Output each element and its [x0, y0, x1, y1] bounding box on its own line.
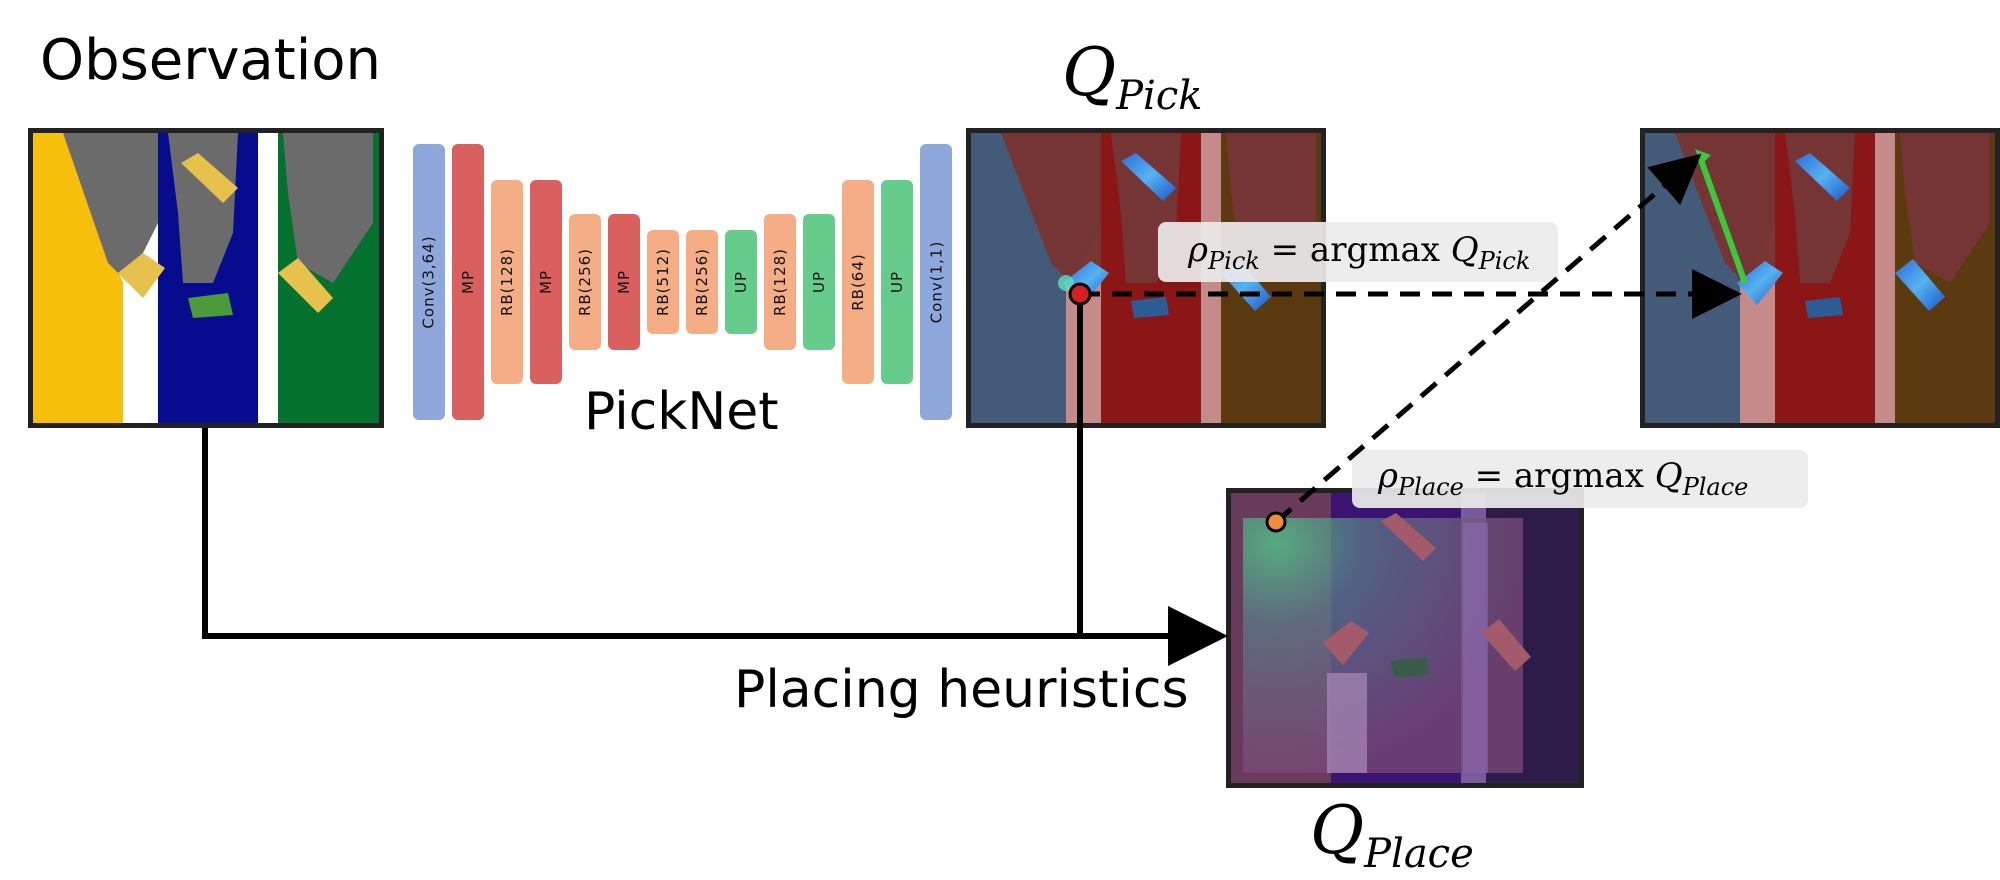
layer-mp-1: MP — [452, 144, 484, 420]
q-pick-title: QPick — [1062, 34, 1203, 120]
layer-mp-2: MP — [530, 180, 562, 384]
layer-rb-512: RB(512) — [647, 230, 679, 334]
layer-up-2: UP — [803, 214, 835, 350]
pick-result-image — [1640, 128, 2000, 428]
layer-rb-128-down: RB(128) — [491, 180, 523, 384]
pick-place-trajectory — [1697, 155, 1748, 285]
layer-rb-128-up: RB(128) — [764, 214, 796, 350]
place-formula: ρPlace = argmax QPlace — [1378, 456, 1749, 501]
pick-formula: ρPick = argmax QPick — [1188, 230, 1531, 275]
layer-rb-256-down: RB(256) — [569, 214, 601, 350]
observation-image — [28, 128, 384, 428]
layer-rb-256-up: RB(256) — [686, 230, 718, 334]
layer-mp-3: MP — [608, 214, 640, 350]
observation-to-place-connector — [202, 428, 1228, 666]
layer-up-3: UP — [881, 180, 913, 384]
q-place-title: QPlace — [1310, 792, 1474, 878]
layer-rb-64: RB(64) — [842, 180, 874, 384]
observation-scene — [33, 133, 379, 423]
placing-heuristics-label: Placing heuristics — [734, 660, 1189, 720]
layer-up-1: UP — [725, 230, 757, 334]
picknet-title: PickNet — [584, 382, 779, 442]
observation-title: Observation — [40, 28, 382, 93]
pick-result-scene — [1645, 133, 1995, 423]
layer-conv-1-1: Conv(1,1) — [920, 144, 952, 420]
layer-conv-3-64: Conv(3,64) — [413, 144, 445, 420]
q-place-scene — [1231, 493, 1579, 783]
q-place-heatmap — [1226, 488, 1584, 788]
